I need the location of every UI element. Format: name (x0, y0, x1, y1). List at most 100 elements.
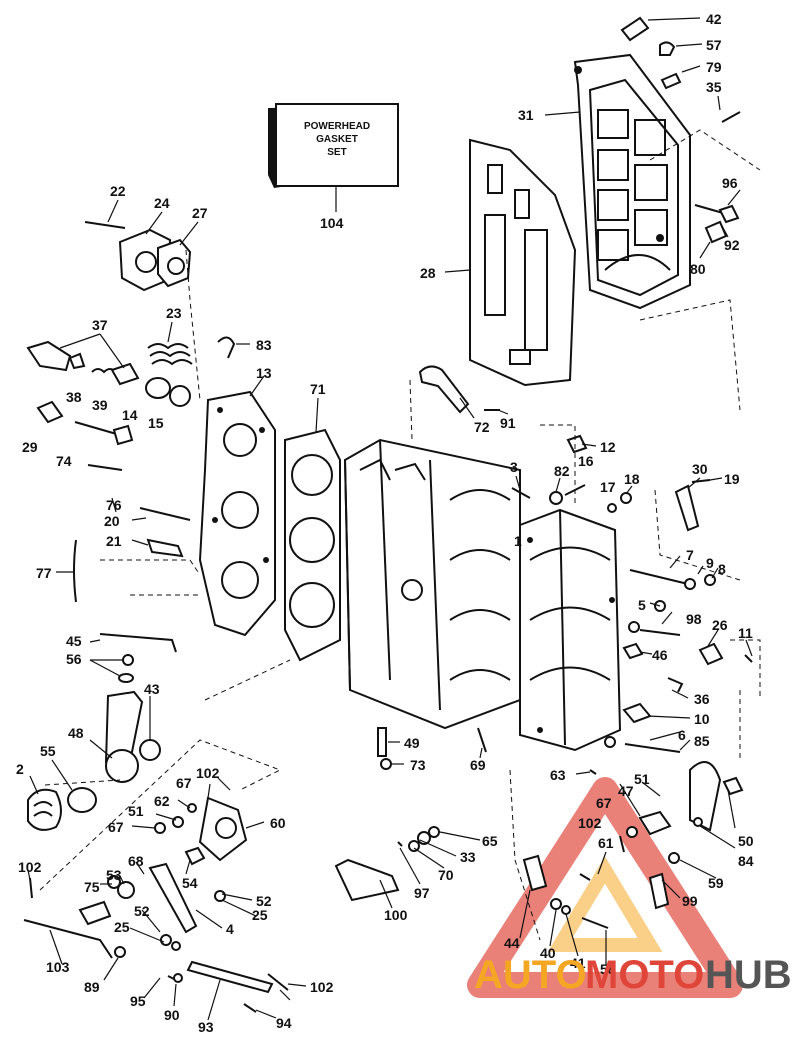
crankcase-right-half (519, 508, 622, 752)
callout-52: 75 (84, 879, 100, 895)
callout-61: 59 (708, 875, 724, 891)
callout-103: 89 (84, 979, 100, 995)
callout-13: 13 (256, 365, 272, 381)
callout-22: 22 (110, 183, 126, 199)
callout-19: 19 (724, 471, 740, 487)
callout-26: 11 (738, 625, 753, 641)
callout-10: 85 (694, 733, 710, 749)
callout-67d: 102 (310, 979, 334, 995)
callout-37: 37 (92, 317, 108, 333)
watermark-auto: AUTO (474, 953, 587, 997)
callout-100: 44 (504, 935, 520, 951)
callout-49: 73 (410, 757, 426, 773)
callout-72: 72 (474, 419, 490, 435)
callout-3: 3 (510, 459, 518, 475)
callout-36: 10 (694, 711, 710, 727)
callout-16: 16 (578, 453, 594, 469)
callout-12: 12 (600, 439, 616, 455)
callout-42: 42 (706, 11, 722, 27)
callout-56: 43 (144, 681, 160, 697)
callout-6: 98 (686, 611, 702, 627)
callout-63c: 67 (596, 795, 612, 811)
callout-54b: 52 (134, 903, 150, 919)
kit-box-line-2: GASKET (316, 134, 358, 145)
callout-33: 70 (438, 867, 454, 883)
callout-67a: 102 (196, 765, 220, 781)
callout-70: 97 (414, 885, 430, 901)
callout-71: 71 (310, 381, 326, 397)
assembly-lines (39, 129, 761, 941)
callout-38: 38 (66, 389, 82, 405)
callout-7: 7 (686, 547, 694, 563)
callout-1: 1 (514, 533, 522, 549)
left-lower-linkage (23, 633, 289, 1013)
callout-9b: 6 (678, 727, 686, 743)
callout-23: 23 (166, 305, 182, 321)
watermark-logo: AUTO MOTO HUB (474, 953, 792, 997)
callout-51: 60 (270, 815, 286, 831)
callout-59: 99 (682, 893, 698, 909)
gasket-kit-box: POWERHEAD GASKET SET (268, 103, 399, 212)
callout-58: 103 (46, 959, 70, 975)
callout-14: 14 (122, 407, 138, 423)
callout-82: 82 (554, 463, 570, 479)
callout-97: 68 (128, 853, 144, 869)
callout-65: 33 (460, 849, 476, 865)
callout-90: 93 (198, 1019, 214, 1035)
callout-20: 20 (104, 513, 120, 529)
callout-76: 76 (106, 497, 122, 513)
callout-84: 65 (482, 833, 498, 849)
callout-79: 79 (706, 59, 722, 75)
callout-95: 90 (164, 1007, 180, 1023)
callout-43: 48 (68, 725, 84, 741)
callout-25: 4 (226, 921, 234, 937)
watermark-hub: HUB (705, 953, 792, 997)
leader-lines (27, 17, 753, 1021)
callout-11: 46 (652, 647, 668, 663)
watermark-moto: MOTO (585, 953, 704, 997)
callout-24: 24 (154, 195, 170, 211)
callout-54a: 52 (256, 893, 272, 909)
callout-96: 96 (722, 175, 738, 191)
callout-77: 77 (36, 565, 52, 581)
callout-85: 63 (550, 767, 566, 783)
kit-box-line-1: POWERHEAD (304, 121, 370, 132)
callout-44: 40 (540, 945, 556, 961)
callout-50: 47 (618, 783, 634, 799)
callout-60: 50 (738, 833, 754, 849)
callout-5: 5 (638, 597, 646, 613)
callout-69: 36 (694, 691, 710, 707)
callout-53: 54 (182, 875, 198, 891)
callout-labels: 42 57 79 35 31 96 92 80 28 104 22 24 27 … (16, 11, 754, 1035)
right-lower-linkage (334, 761, 744, 929)
callout-46: 45 (66, 633, 82, 649)
callout-73: 69 (470, 757, 486, 773)
callout-102: 62 (154, 793, 170, 809)
callout-68: 53 (106, 867, 122, 883)
callout-80: 80 (690, 261, 706, 277)
callout-55: 2 (16, 761, 24, 777)
callout-18: 18 (624, 471, 640, 487)
callout-41: 58 (600, 961, 616, 977)
callout-2: 49 (404, 735, 420, 751)
callout-74: 74 (56, 453, 72, 469)
exhaust-cover (573, 53, 691, 310)
crankcase-block (343, 438, 521, 730)
callout-29: 29 (22, 439, 38, 455)
callout-62b: 51 (634, 771, 650, 787)
callout-21: 21 (106, 533, 122, 549)
callout-92: 92 (724, 237, 740, 253)
callout-99: 100 (384, 907, 408, 923)
callout-93: 94 (276, 1015, 292, 1031)
callout-27: 27 (192, 205, 208, 221)
callout-17: 17 (600, 479, 616, 495)
callout-67b: 102 (18, 859, 42, 875)
kit-box-line-3: SET (327, 147, 346, 158)
callout-31: 31 (518, 107, 534, 123)
callout-8: 8 (718, 561, 726, 577)
callout-63b: 67 (108, 819, 124, 835)
callout-39: 39 (92, 397, 108, 413)
callout-63a: 67 (176, 775, 192, 791)
